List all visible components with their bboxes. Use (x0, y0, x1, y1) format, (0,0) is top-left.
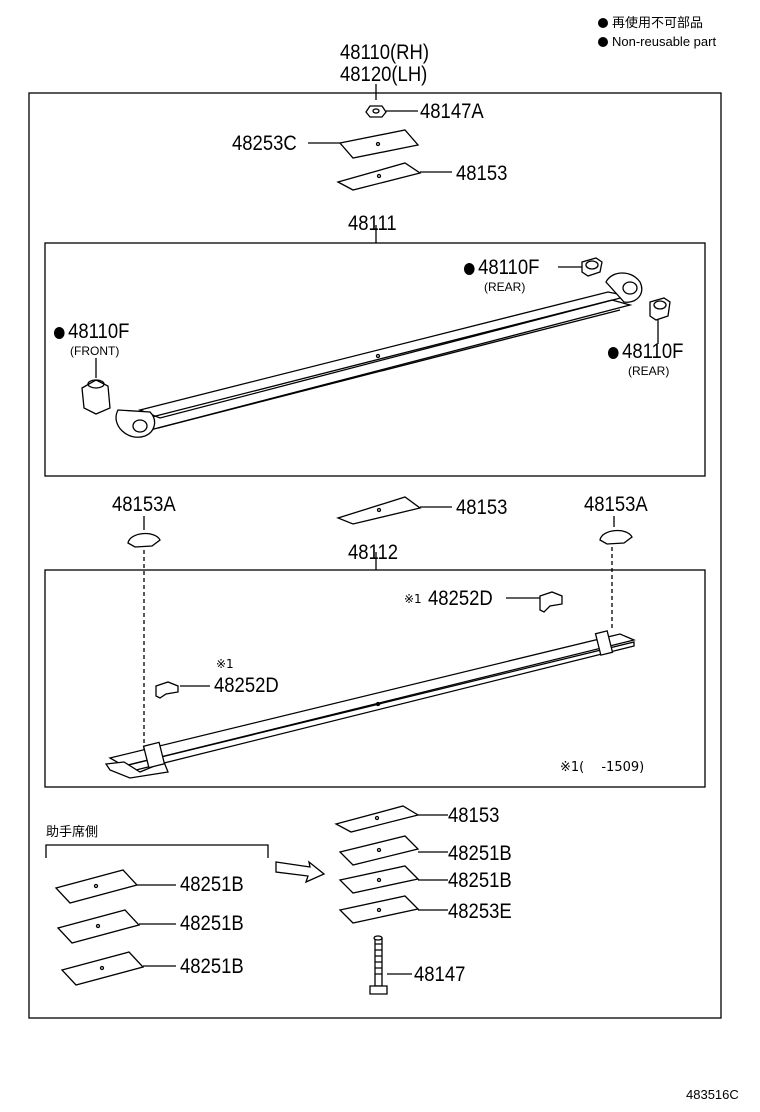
legend-jp: 再使用不可部品 (612, 16, 704, 31)
part-48153a-right[interactable]: 48153A (584, 493, 648, 516)
part-48153-low[interactable]: 48153 (448, 804, 500, 827)
clip-left-mark: ※1 (216, 657, 234, 671)
clip-right-mark: ※1 (404, 592, 422, 606)
non-reusable-dot-icon (598, 37, 608, 47)
part-48253c[interactable]: 48253C (232, 132, 297, 155)
non-reusable-dot-icon (54, 327, 65, 339)
part-48110f-rear-2[interactable]: 48110F (622, 340, 684, 363)
part-48252d-right[interactable]: 48252D (428, 587, 493, 610)
non-reusable-dot-icon (598, 18, 608, 28)
bushing-rear-2-icon (649, 297, 671, 321)
passenger-side-label: 助手席側 (46, 825, 99, 840)
part-48251b-side-1[interactable]: 48251B (180, 873, 244, 896)
part-48110f-front[interactable]: 48110F (68, 320, 130, 343)
second-leaf-shape (104, 630, 637, 779)
main-leaf-shape (115, 272, 643, 438)
clip-left-icon (155, 681, 179, 699)
part-48153-mid[interactable]: 48153 (456, 496, 508, 519)
assembly-rh[interactable]: 48110(RH) (340, 41, 430, 64)
pad-top-shape (336, 162, 422, 191)
main-leaf-box (44, 242, 706, 477)
part-48153-top[interactable]: 48153 (456, 162, 508, 185)
part-48111[interactable]: 48111 (348, 212, 397, 235)
pad-mid-shape (336, 496, 422, 525)
outer-frame (28, 92, 722, 1019)
bushing-front-icon (81, 379, 111, 415)
rear-note-2: (REAR) (628, 364, 670, 378)
assembly-lh[interactable]: 48120(LH) (340, 63, 428, 86)
part-48252d-left[interactable]: 48252D (214, 674, 279, 697)
part-48110f-rear-1[interactable]: 48110F (478, 256, 540, 279)
bumper-left-icon (127, 532, 161, 548)
footnote: ※1( -1509) (560, 760, 645, 775)
part-48251b-side-2[interactable]: 48251B (180, 912, 244, 935)
second-leaf-box (44, 569, 706, 788)
arrow-icon (275, 860, 326, 884)
front-note: (FRONT) (70, 344, 120, 358)
part-48251b-side-3[interactable]: 48251B (180, 955, 244, 978)
bushing-rear-1-icon (581, 257, 603, 277)
part-48112[interactable]: 48112 (348, 541, 399, 564)
part-48251b-stack-1[interactable]: 48251B (448, 842, 512, 865)
bumper-right-icon (599, 529, 633, 545)
part-48147[interactable]: 48147 (414, 963, 466, 986)
non-reusable-dot-icon (464, 263, 475, 275)
part-48147a[interactable]: 48147A (420, 100, 484, 123)
legend-en: Non-reusable part (612, 34, 717, 49)
clip-right-icon (539, 591, 563, 613)
bolt-icon (369, 935, 388, 995)
rear-note-1: (REAR) (484, 280, 526, 294)
diagram-code: 483516C (686, 1087, 739, 1102)
part-48153a-left[interactable]: 48153A (112, 493, 176, 516)
part-48251b-stack-2[interactable]: 48251B (448, 869, 512, 892)
nut-icon (365, 105, 387, 118)
part-48253e[interactable]: 48253E (448, 900, 512, 923)
non-reusable-dot-icon (608, 347, 619, 359)
